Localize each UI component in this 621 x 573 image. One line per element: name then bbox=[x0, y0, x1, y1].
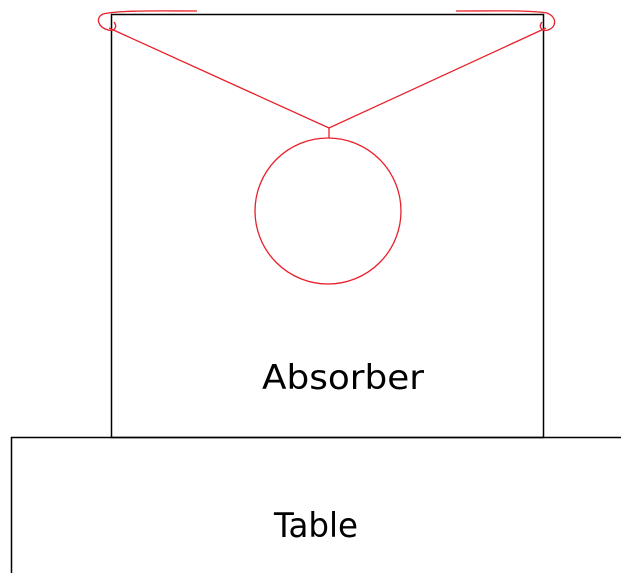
left-pivot-loop bbox=[97, 10, 198, 32]
table-box bbox=[10, 436, 621, 573]
left-string bbox=[108, 27, 330, 129]
table-label: Table bbox=[273, 506, 358, 546]
right-string bbox=[328, 27, 547, 129]
right-pivot-loop bbox=[455, 10, 556, 32]
pendulum bbox=[97, 10, 556, 285]
pendulum-bob bbox=[254, 137, 402, 285]
absorber-label: Absorber bbox=[262, 358, 424, 398]
